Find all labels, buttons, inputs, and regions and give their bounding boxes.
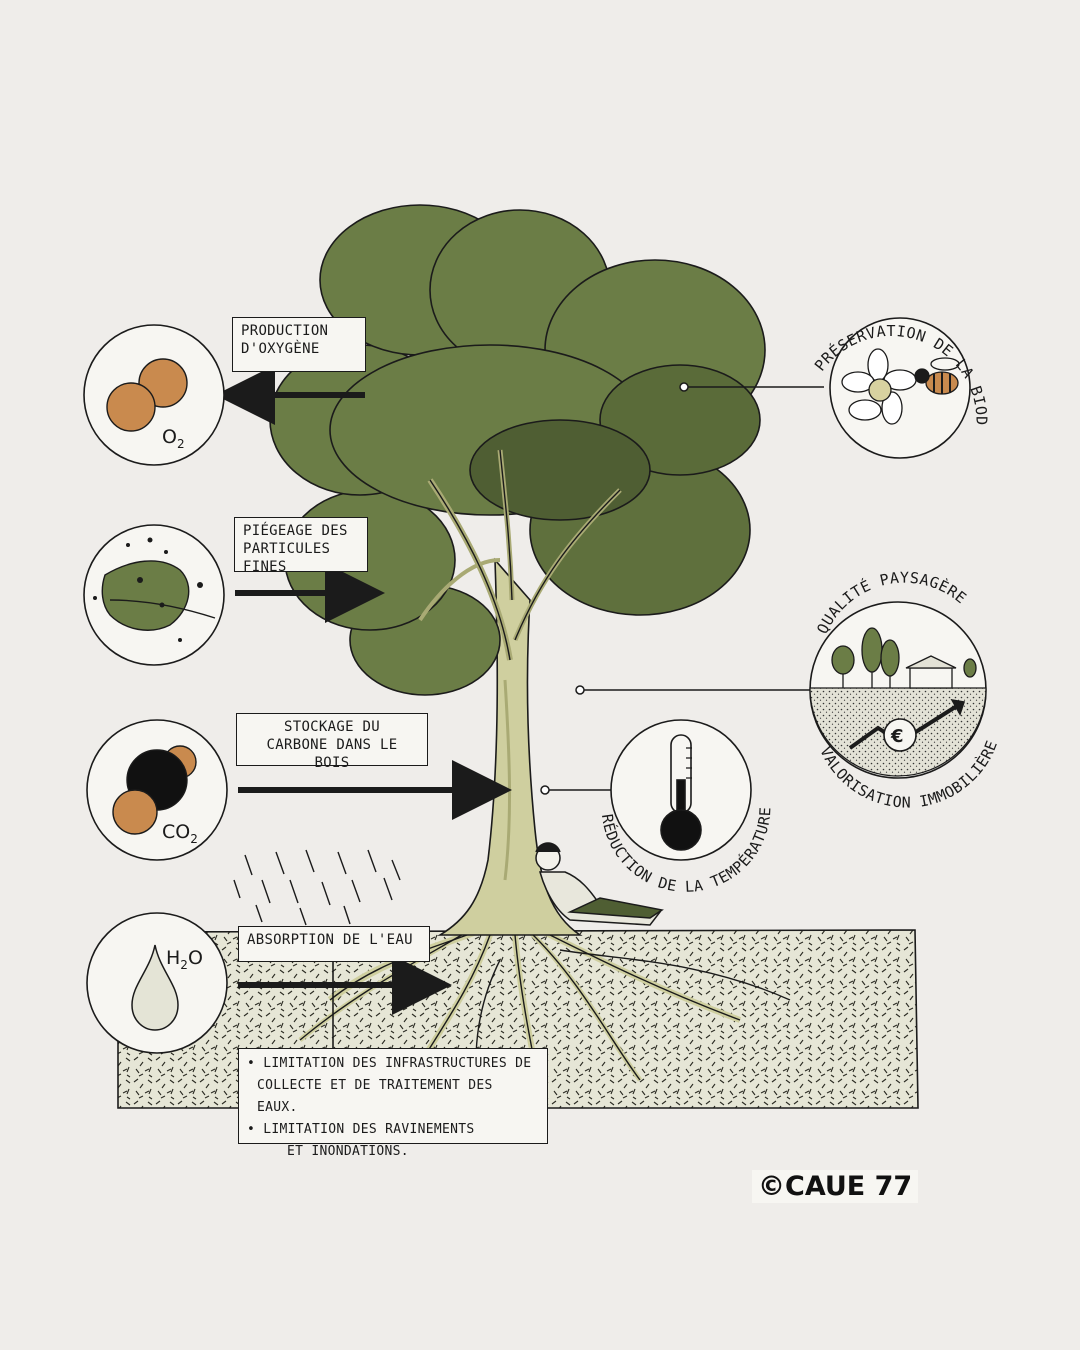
trees-icon: [831, 627, 977, 688]
svg-text:CO2: CO2: [162, 821, 198, 846]
rain-lines: [233, 849, 401, 926]
particles-label-line-1: PIÉGEAGE DES: [243, 523, 348, 539]
co2-formula: CO: [162, 821, 190, 843]
water-label: ABSORPTION DE L'EAU: [238, 926, 430, 962]
biodiversity-circle: [829, 317, 971, 459]
temperature-circle: [610, 719, 752, 861]
carbon-label-line-1: STOCKAGE DU: [283, 719, 381, 735]
co2-circle: CO2: [86, 719, 228, 861]
water-benefit-line-3: • LIMITATION DES RAVINEMENTS: [247, 1122, 475, 1137]
o2-formula: O: [162, 426, 177, 448]
oxygen-label-line-2: D'OXYGÈNE: [241, 341, 320, 357]
landscape-circle: €: [809, 601, 987, 779]
h2o-o: O: [188, 947, 203, 969]
copyright-credit: ©CAUE 77: [752, 1170, 919, 1203]
particles-circle: [83, 524, 225, 666]
water-circle: H2O: [86, 912, 228, 1054]
co2-sub: 2: [190, 832, 198, 846]
euro-trend-icon: [848, 698, 966, 752]
svg-text:H2O: H2O: [166, 947, 203, 972]
water-benefit-line-1: • LIMITATION DES INFRASTRUCTURES DE: [247, 1056, 532, 1071]
particles-label-line-2: PARTICULES FINES: [243, 541, 331, 575]
carbon-label-line-2: CARBONE DANS LE BOIS: [266, 737, 398, 771]
h2o-h: H: [166, 947, 180, 969]
water-benefits-label: • LIMITATION DES INFRASTRUCTURES DE COLL…: [238, 1048, 548, 1159]
o2-sub: 2: [177, 437, 185, 451]
flower-icon: [841, 348, 917, 425]
svg-text:O2: O2: [162, 426, 185, 451]
leaf-icon: [101, 560, 190, 631]
oxygen-label-line-1: PRODUCTION: [241, 323, 329, 339]
carbon-label: STOCKAGE DU CARBONE DANS LE BOIS: [236, 713, 428, 771]
oxygen-atom-icon: [106, 382, 156, 432]
thermometer-icon: [660, 734, 702, 851]
tree-branches: [418, 449, 622, 661]
oxygen-circle: O2: [83, 324, 225, 466]
water-benefit-line-2: COLLECTE ET DE TRAITEMENT DES EAUX.: [257, 1078, 493, 1115]
water-label-text: ABSORPTION DE L'EAU: [247, 932, 413, 948]
particles-label: PIÉGEAGE DES PARTICULES FINES: [234, 517, 368, 575]
bee-icon: [914, 357, 960, 395]
h2o-sub: 2: [180, 958, 188, 972]
house-icon: [905, 655, 957, 689]
flow-arrows: [215, 365, 512, 1015]
water-benefit-line-4: ET INONDATIONS.: [287, 1144, 409, 1159]
water-drop-icon: [131, 944, 179, 1031]
oxygen-label: PRODUCTION D'OXYGÈNE: [232, 317, 366, 372]
connector-lines: [540, 382, 824, 795]
person-resting: [535, 842, 664, 926]
euro-symbol-icon: €: [890, 726, 904, 747]
oxygen-atom-icon: [112, 789, 158, 835]
